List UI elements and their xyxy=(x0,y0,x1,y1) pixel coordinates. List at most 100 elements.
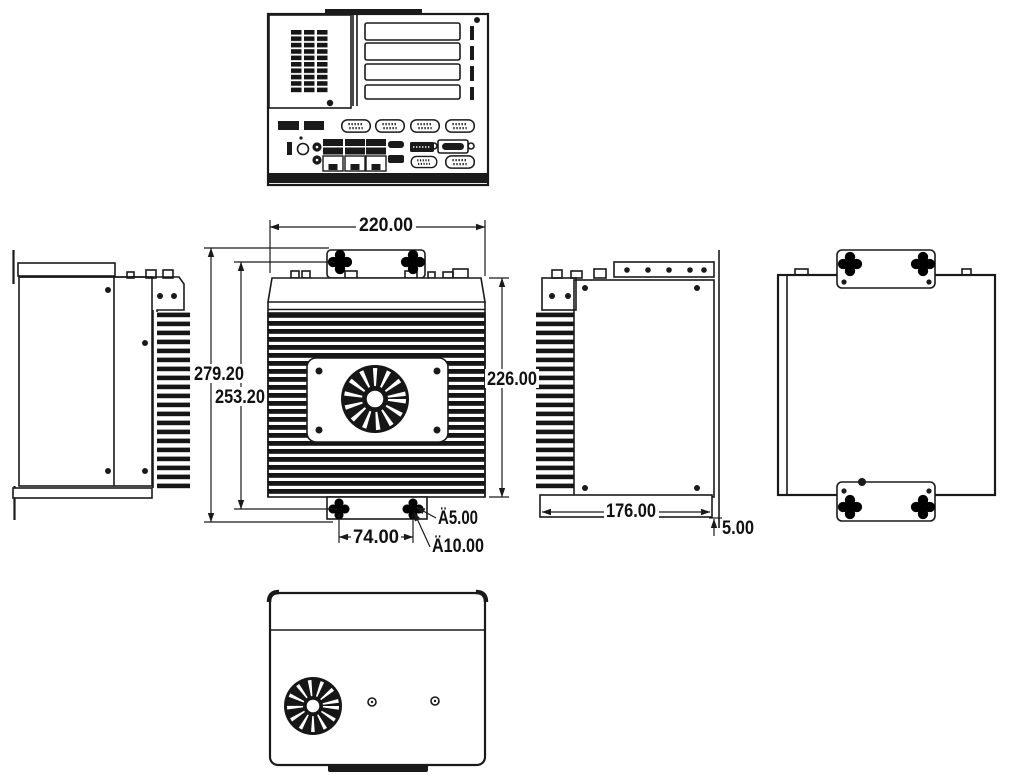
screw-icon xyxy=(701,267,707,273)
top-connector-bump xyxy=(427,271,436,279)
io-panel xyxy=(278,118,476,172)
serial-port-icon xyxy=(410,155,438,169)
top-cover xyxy=(267,277,486,303)
screw-icon xyxy=(549,293,555,299)
screw-icon xyxy=(841,279,847,285)
bottom-mounting-bracket xyxy=(836,481,936,522)
screw-icon xyxy=(926,279,932,285)
screw-icon xyxy=(694,485,700,491)
screw-icon xyxy=(157,293,163,299)
leader-large-hole xyxy=(413,511,431,548)
body-outline xyxy=(573,279,715,498)
top-connector-bump xyxy=(126,271,135,279)
bottom-tab xyxy=(328,764,428,772)
top-connector-bump xyxy=(570,270,583,279)
expansion-slot-cover xyxy=(364,22,461,41)
screw-icon xyxy=(474,17,480,23)
bracket-bar xyxy=(17,262,116,277)
top-connector-bump xyxy=(794,268,809,276)
back-view xyxy=(776,249,997,522)
body-outline xyxy=(776,273,997,497)
fan-icon xyxy=(284,677,342,735)
dim-label-hole-dia-large: Ä10.00 xyxy=(432,536,484,557)
screw-icon xyxy=(433,426,441,434)
dim-label-plate-thickness: 5.00 xyxy=(722,518,754,539)
serial-port-icon xyxy=(444,154,476,170)
top-connector-bump xyxy=(301,270,311,279)
screw-icon xyxy=(315,426,323,434)
audio-jacks-icon xyxy=(312,142,322,165)
lan-usb-stack-icon xyxy=(344,138,366,172)
dimensions: 220.00 279.20 253.20 226.00 74.00 Ä5.00 … xyxy=(192,214,754,557)
screw-icon xyxy=(687,267,693,273)
screw-icon xyxy=(694,285,700,291)
serial-port-icon xyxy=(409,118,441,134)
screw-icon xyxy=(624,267,630,273)
bottom-outline xyxy=(268,591,487,767)
screw-icon xyxy=(582,285,588,291)
dim-inner-height xyxy=(234,261,337,510)
top-connector-bump xyxy=(442,271,454,279)
dim-label-overall-height: 279.20 xyxy=(194,364,244,385)
expansion-slot-cover xyxy=(364,63,461,81)
top-tab xyxy=(325,9,422,15)
fan-icon xyxy=(341,365,409,433)
hdmi-port-icon xyxy=(388,141,404,148)
fin-column xyxy=(291,30,302,94)
screw-icon xyxy=(645,267,651,273)
lan-usb-stack-icon xyxy=(365,138,387,172)
usb-port-icon xyxy=(304,121,324,130)
top-connector-bump xyxy=(593,268,607,279)
screw-icon xyxy=(433,367,441,375)
dim-label-hole-dia-small: Ä5.00 xyxy=(438,508,478,529)
top-connector-bump xyxy=(551,269,563,279)
top-connector-bump xyxy=(162,269,174,279)
bottom-view xyxy=(266,589,489,772)
displayport-icon xyxy=(388,155,404,163)
top-connector-bump xyxy=(961,268,972,276)
top-connector-bump xyxy=(145,269,157,279)
fin-column xyxy=(317,30,328,94)
fan-plate xyxy=(306,357,449,443)
body-outline xyxy=(18,276,153,487)
top-connector-bump xyxy=(290,270,300,279)
bottom-mounting-bracket xyxy=(326,496,428,520)
fin-column xyxy=(304,30,315,94)
screw-icon xyxy=(315,367,323,375)
top-mounting-bracket xyxy=(326,249,426,279)
front-edge-bar xyxy=(269,173,487,183)
bracket-bar xyxy=(12,487,153,499)
serial-port-icon xyxy=(444,118,476,134)
top-view-outline xyxy=(266,12,490,187)
screw-icon xyxy=(171,293,177,299)
dim-plate-thickness xyxy=(709,517,722,536)
screw-icon xyxy=(105,287,111,293)
lan-usb-stack-icon xyxy=(322,138,344,172)
left-side-view xyxy=(12,250,190,520)
screw-icon xyxy=(142,468,148,474)
serial-port-icon xyxy=(374,118,406,134)
dim-overall-height xyxy=(204,247,333,523)
heatsink-fins-side xyxy=(157,312,190,490)
dim-label-depth: 176.00 xyxy=(606,501,656,522)
top-connector-bump xyxy=(452,268,469,279)
screw-icon xyxy=(666,267,672,273)
screw-icon xyxy=(858,478,866,486)
dim-label-side-height: 226.00 xyxy=(487,369,537,390)
screw-icon xyxy=(582,485,588,491)
expansion-slot-cover xyxy=(364,84,461,100)
power-switch-icon xyxy=(287,142,292,155)
corner-bracket-box xyxy=(541,277,577,311)
front-view xyxy=(267,249,486,520)
usb-port-icon xyxy=(278,121,299,130)
dim-label-top-width: 220.00 xyxy=(359,215,413,236)
expansion-slot-cover xyxy=(364,42,461,61)
vga-port-icon xyxy=(430,139,475,154)
heatsink-fins-side xyxy=(536,312,574,492)
right-side-view xyxy=(536,250,720,528)
power-jack-icon xyxy=(296,142,310,156)
top-mounting-bracket xyxy=(836,249,936,289)
screw-icon xyxy=(926,488,932,494)
